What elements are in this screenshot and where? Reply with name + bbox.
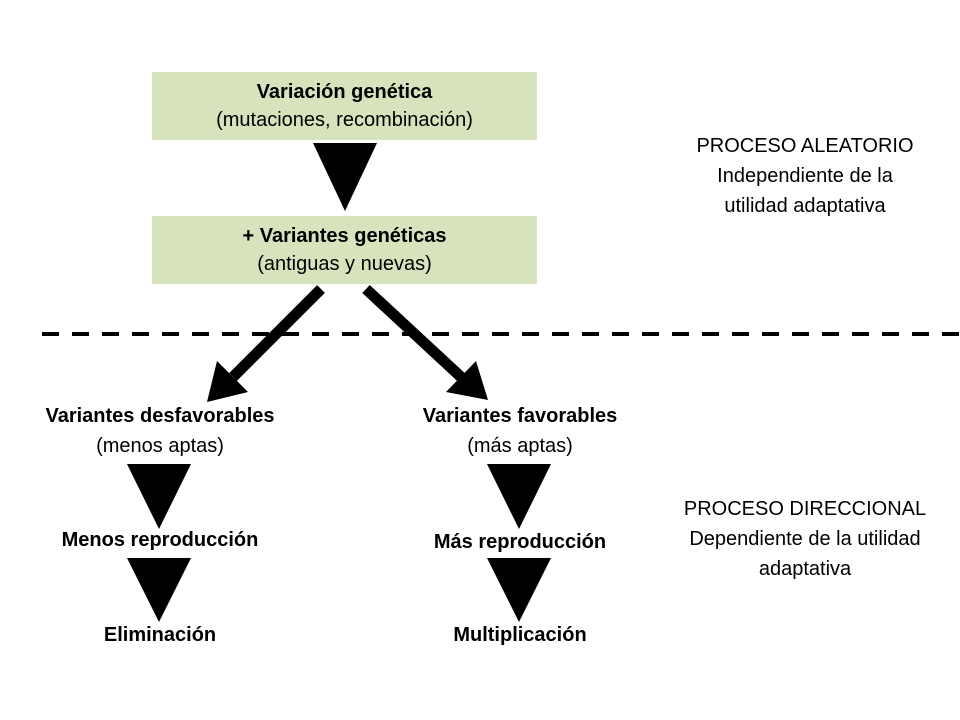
- unfavorable-variants-node: Variantes desfavorables (menos aptas): [10, 401, 310, 461]
- directional-process-line2: Dependiente de la utilidad: [689, 528, 921, 550]
- down-arrow-triangle-right-1: [487, 464, 551, 529]
- favorable-variants-title: Variantes favorables: [422, 405, 618, 427]
- more-reproduction-label: Más reproducción: [433, 531, 607, 553]
- less-reproduction-label: Menos reproducción: [61, 529, 259, 551]
- favorable-variants-subtitle: (más aptas): [467, 435, 573, 457]
- directional-process-note: PROCESO DIRECCIONAL Dependiente de la ut…: [640, 494, 960, 584]
- random-process-note: PROCESO ALEATORIO Independiente de la ut…: [640, 131, 960, 221]
- down-arrow-triangle-top: [313, 143, 377, 211]
- genetic-variants-box: + Variantes genéticas (antiguas y nuevas…: [152, 216, 537, 284]
- down-arrow-triangle-right-2: [487, 558, 551, 622]
- down-arrow-triangle-left-2: [127, 558, 191, 622]
- unfavorable-variants-subtitle: (menos aptas): [96, 435, 224, 457]
- arrow-to-favorable: [362, 284, 488, 400]
- elimination-label: Eliminación: [103, 624, 217, 646]
- random-process-line2: Independiente de la: [717, 165, 893, 187]
- genetic-variants-subtitle: (antiguas y nuevas): [257, 253, 432, 275]
- favorable-variants-node: Variantes favorables (más aptas): [370, 401, 670, 461]
- genetic-variation-title: Variación genética: [256, 81, 433, 103]
- random-process-title: PROCESO ALEATORIO: [696, 135, 914, 157]
- directional-process-title: PROCESO DIRECCIONAL: [683, 498, 927, 520]
- random-process-line3: utilidad adaptativa: [724, 195, 886, 217]
- multiplication-label: Multiplicación: [453, 624, 587, 646]
- genetic-variants-title: + Variantes genéticas: [242, 225, 447, 247]
- genetic-variation-box: Variación genética (mutaciones, recombin…: [152, 72, 537, 140]
- unfavorable-variants-title: Variantes desfavorables: [45, 405, 275, 427]
- directional-process-line3: adaptativa: [758, 558, 852, 580]
- genetic-variation-subtitle: (mutaciones, recombinación): [216, 109, 473, 131]
- down-arrow-triangle-left-1: [127, 464, 191, 529]
- arrow-to-unfavorable: [207, 285, 325, 402]
